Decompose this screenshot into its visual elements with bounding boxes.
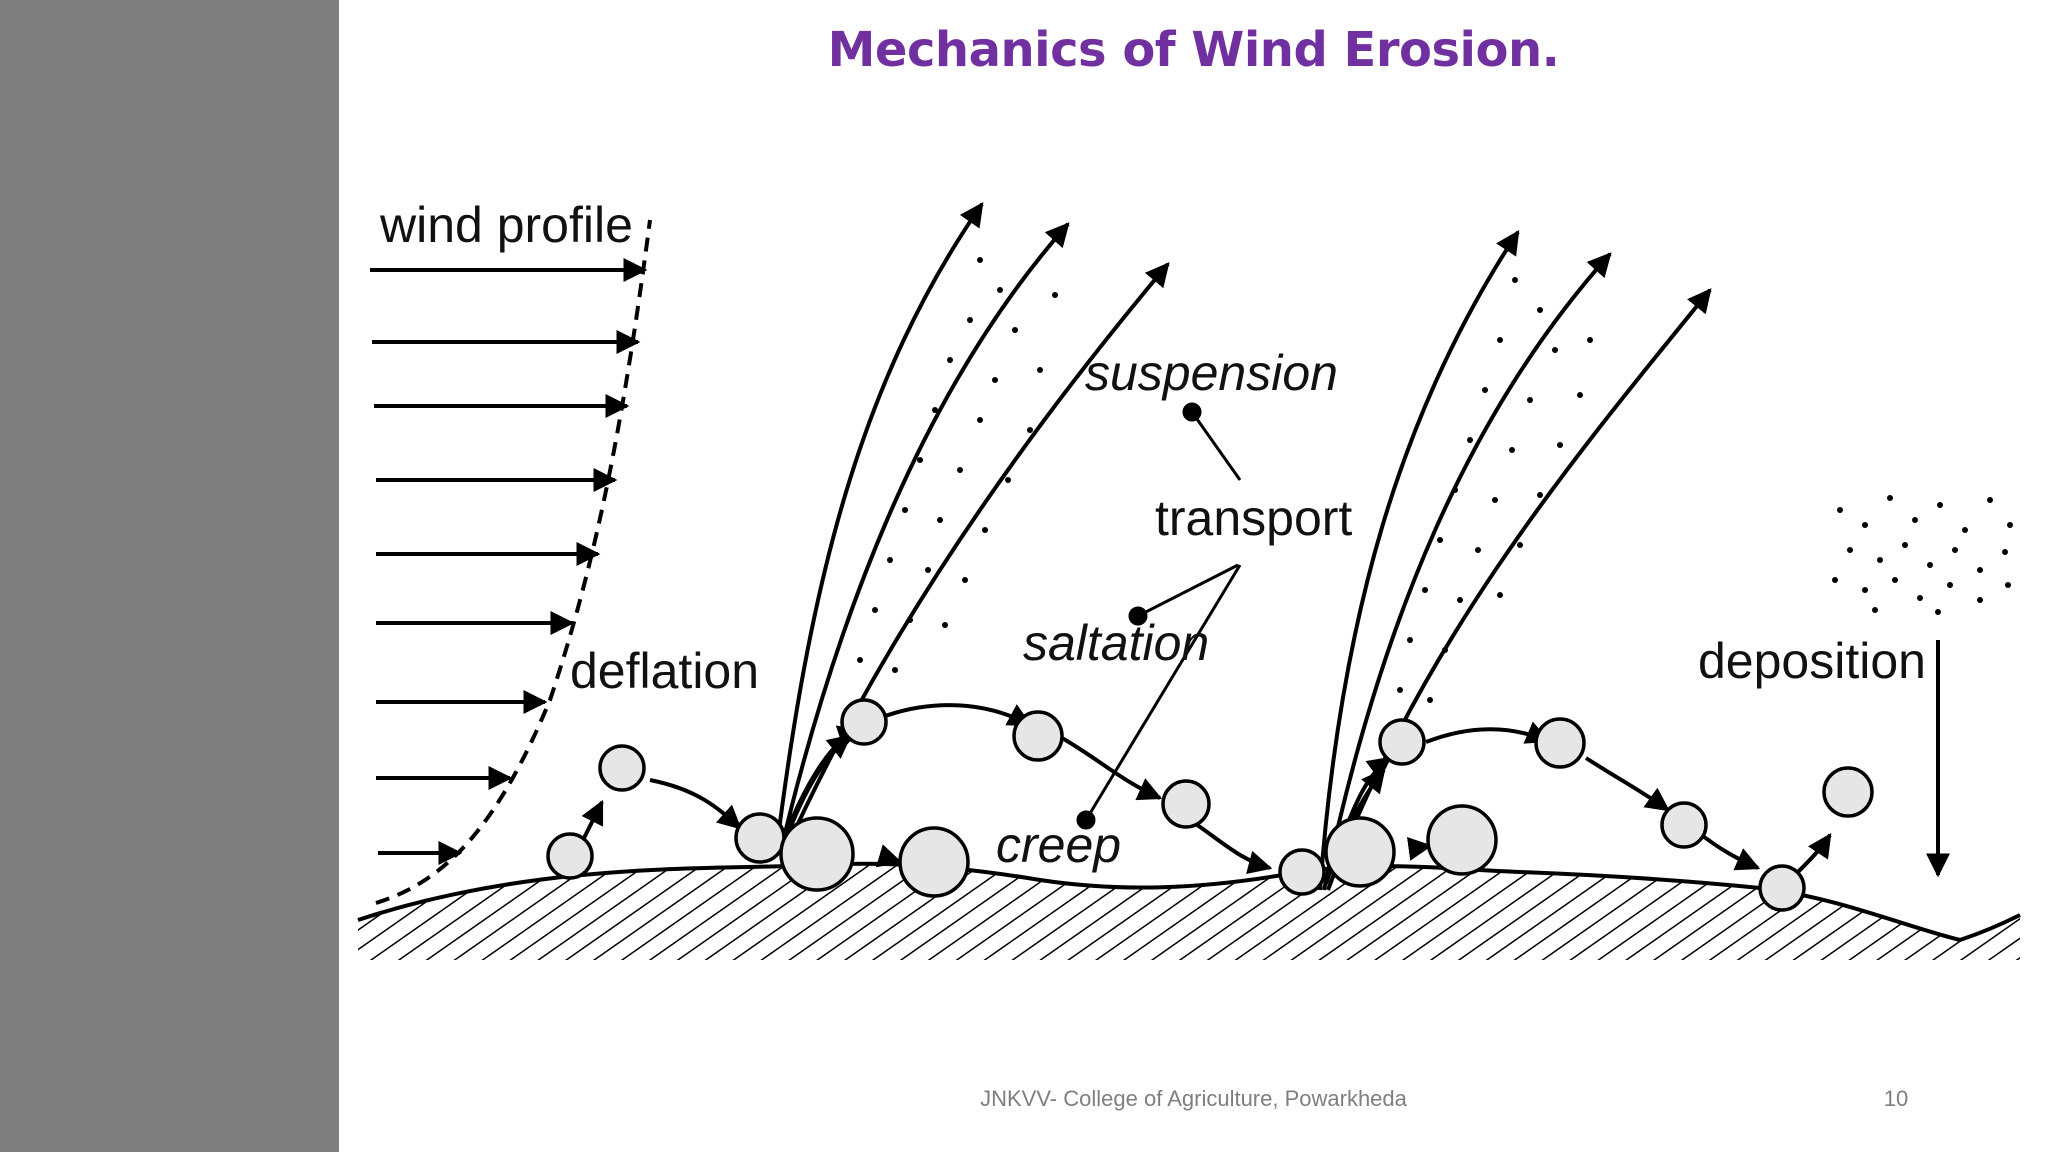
label-creep: creep bbox=[996, 817, 1121, 873]
wind-profile-arrows bbox=[370, 258, 648, 865]
wind-profile-curve bbox=[375, 219, 652, 905]
ground-surface bbox=[340, 861, 2030, 1020]
wind-erosion-diagram: wind profile suspension transport saltat… bbox=[340, 197, 2030, 1020]
label-saltation: saltation bbox=[1023, 615, 1209, 671]
suspension-streams-right bbox=[1318, 229, 1712, 891]
label-transport: transport bbox=[1155, 490, 1352, 546]
soil-particles bbox=[546, 698, 1874, 912]
sidebar-panel bbox=[0, 0, 339, 1152]
label-deflation: deflation bbox=[570, 643, 759, 699]
leader-lines bbox=[1076, 402, 1242, 830]
slide-number: 10 bbox=[1883, 1086, 1909, 1111]
footer-text: JNKVV- College of Agriculture, Powarkhed… bbox=[980, 1086, 1407, 1111]
slide-title: Mechanics of Wind Erosion. bbox=[827, 22, 1560, 78]
label-suspension: suspension bbox=[1085, 345, 1338, 401]
label-deposition: deposition bbox=[1698, 633, 1926, 689]
suspension-streams-left bbox=[774, 202, 1170, 855]
dust-particles bbox=[837, 257, 2013, 753]
label-wind-profile: wind profile bbox=[379, 197, 633, 253]
